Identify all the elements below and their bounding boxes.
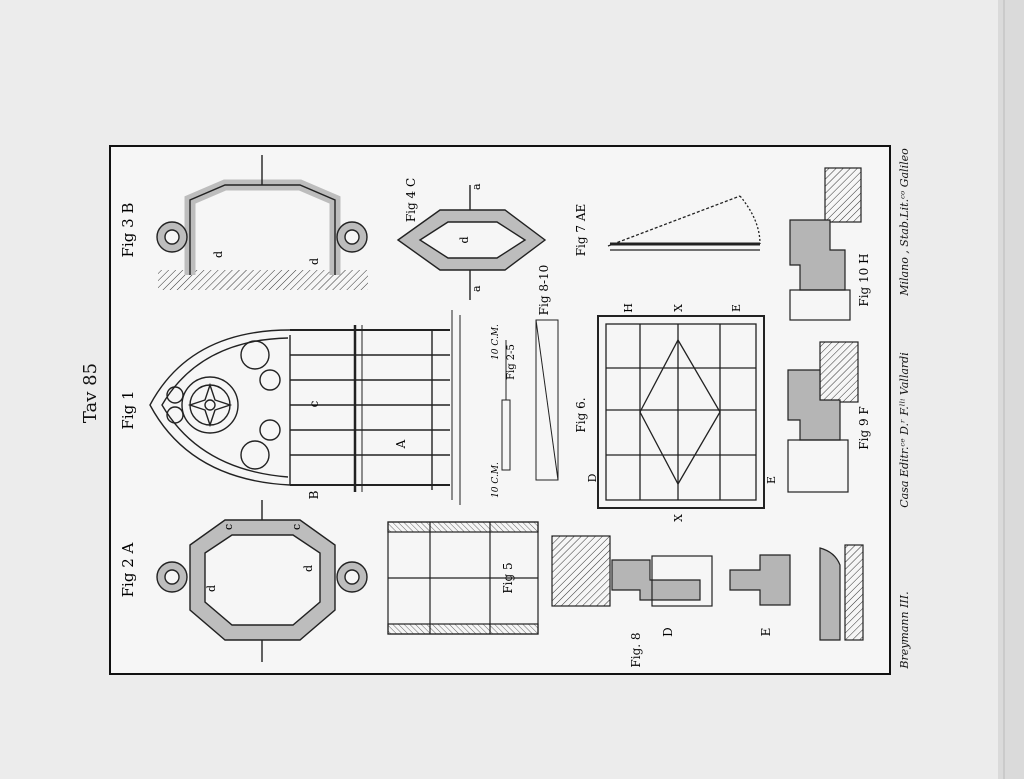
fig8-moulding-drawing: [551, 535, 864, 641]
fig2-5-label: Fig 2-5: [506, 344, 517, 380]
label-E: E: [730, 304, 743, 312]
fig4c-section-drawing: [396, 185, 547, 300]
label-a: a: [470, 285, 483, 292]
label-c: c: [307, 400, 321, 407]
label-d: d: [458, 236, 471, 243]
fig10h-moulding-drawing: [789, 167, 862, 321]
label-X: X: [672, 514, 685, 522]
label-a: a: [470, 183, 483, 190]
fig8-10-label: Fig 8-10: [537, 265, 551, 316]
fig2a-label: Fig 2 A: [119, 542, 137, 597]
fig1-label: Fig 1: [119, 390, 137, 429]
label-A: A: [394, 439, 408, 449]
label-D: D: [661, 627, 675, 637]
label-d: d: [308, 258, 321, 265]
scale-label: 10 C.M.: [491, 324, 501, 360]
scale-diagram-drawing: [535, 319, 559, 481]
scale-label: 10 C.M.: [491, 462, 501, 498]
label-E: E: [765, 476, 778, 484]
plate-title: Tav 85: [80, 363, 101, 423]
label-c: c: [290, 524, 303, 530]
label-d: d: [205, 585, 218, 592]
fig5-plan-drawing: [387, 521, 539, 635]
label-E: E: [759, 628, 773, 637]
fig6-label: Fig 6.: [574, 397, 588, 432]
credit-left: Breymann III.: [898, 591, 911, 669]
fig9f-label: Fig 9 F: [857, 406, 871, 449]
scale-bar-drawing: [501, 340, 511, 471]
label-D: D: [586, 473, 599, 482]
credit-right: Milano , Stab.Lit.ᶜᵒ Galileo: [898, 148, 911, 297]
label-H: H: [622, 303, 635, 313]
fig3b-label: Fig 3 B: [119, 203, 137, 258]
label-c: c: [222, 524, 235, 530]
fig3b-section-drawing: [156, 155, 368, 290]
fig7ae-label: Fig 7 AE: [574, 204, 588, 257]
fig4c-label: Fig 4 C: [404, 178, 418, 222]
fig5-label: Fig 5: [501, 562, 515, 593]
label-d: d: [302, 565, 315, 572]
credit-center: Casa Editr.ᶜᵉ D.ʳ F.ˡˡⁱ Vallardi: [898, 352, 911, 507]
label-d: d: [212, 251, 225, 258]
label-X: X: [672, 304, 685, 312]
fig1-window-drawing: [149, 310, 461, 505]
fig8-label: Fig. 8: [629, 632, 643, 667]
fig10h-label: Fig 10 H: [857, 253, 871, 306]
fig7ae-section-drawing: [607, 195, 761, 251]
fig6-window-grid-drawing: [597, 315, 765, 509]
fig2a-section-drawing: [156, 500, 368, 662]
page-edge: [998, 0, 1024, 779]
label-B: B: [307, 490, 321, 499]
fig9f-moulding-drawing: [787, 341, 859, 493]
